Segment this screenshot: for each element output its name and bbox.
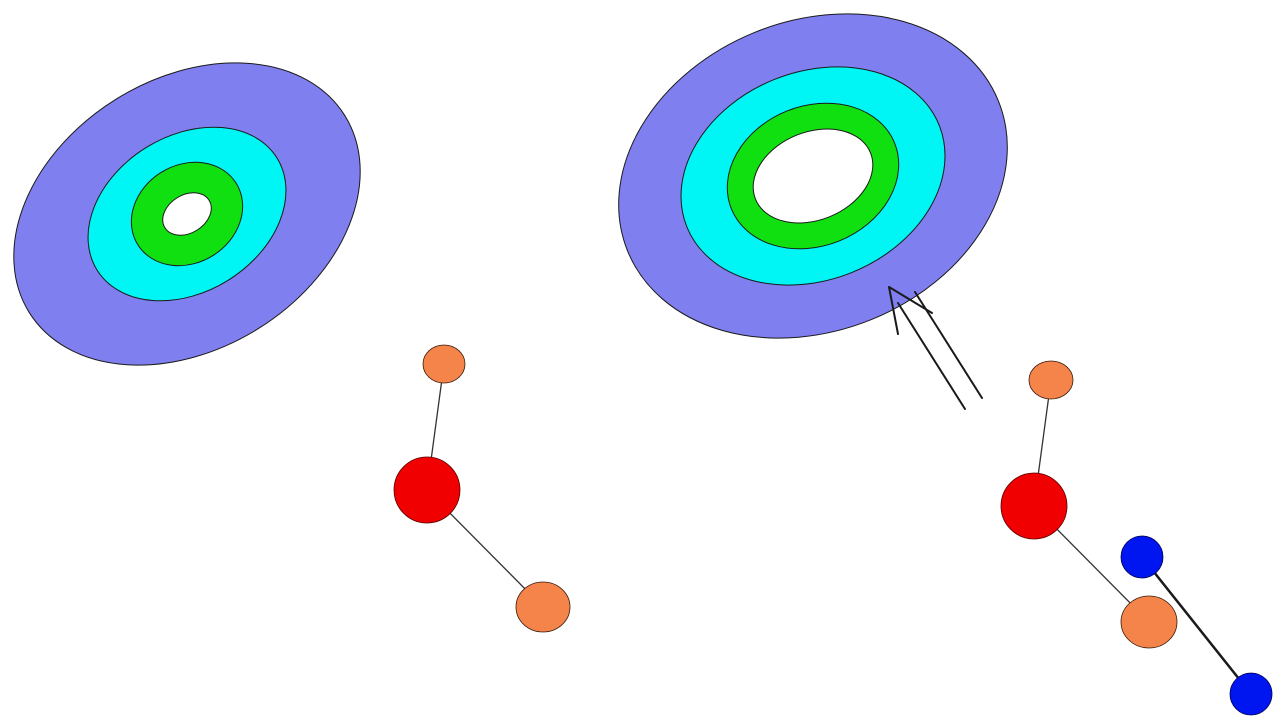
- approaching-atom-upper: [1120, 535, 1164, 579]
- right-contour-plot: [618, 13, 1008, 339]
- right-panel: [618, 13, 1273, 716]
- arrow-head: [888, 286, 933, 335]
- left-contour-plot: [13, 62, 361, 366]
- right-arrow: [888, 286, 983, 410]
- approaching-atom-lower: [1229, 672, 1273, 716]
- right-molecule: [1000, 360, 1178, 649]
- left-panel: [13, 62, 571, 633]
- arrow-shaft-line-1: [897, 302, 966, 410]
- right-contour-core: [752, 128, 874, 224]
- left-molecule: [393, 344, 571, 633]
- approaching-pair: [1120, 535, 1273, 716]
- left-oxygen-atom: [393, 456, 461, 524]
- right-oxygen-atom: [1000, 472, 1068, 540]
- right-hydrogen-atom-bottom: [1120, 595, 1178, 649]
- left-hydrogen-atom-bottom: [515, 581, 571, 633]
- right-hydrogen-atom-top: [1028, 360, 1074, 400]
- approaching-pair-bond: [1141, 556, 1252, 695]
- left-contour-core: [162, 192, 212, 236]
- left-hydrogen-atom-top: [422, 344, 466, 384]
